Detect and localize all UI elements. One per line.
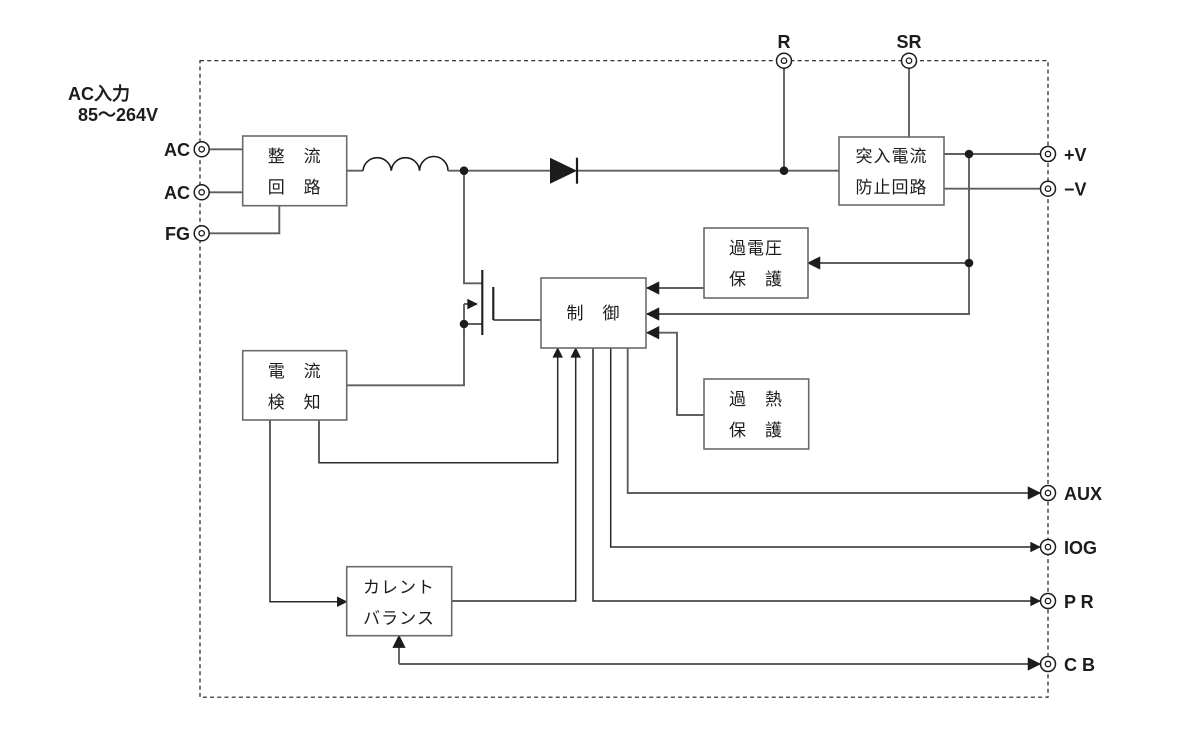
- input-caption: AC入力 85〜264V: [68, 84, 158, 125]
- block-current-detect-label-2: 検 知: [268, 393, 322, 412]
- wire-current-balance-to-control: [451, 347, 581, 602]
- terminal-pr: P R: [1039, 592, 1094, 612]
- terminal-minus-v: −V: [1039, 180, 1087, 200]
- block-rectifier: 整 流 回 路: [241, 135, 348, 207]
- block-inrush-label-2: 防止回路: [856, 178, 928, 197]
- block-inrush-label-1: 突入電流: [856, 147, 928, 166]
- diode-anode-triangle: [550, 157, 577, 184]
- block-overheat-protection: 過 熱 保 護: [703, 378, 810, 450]
- terminal-aux: AUX: [1039, 484, 1102, 504]
- ac-input-label: AC入力: [68, 84, 130, 104]
- block-otp-label-1: 過 熱: [729, 390, 783, 409]
- terminal-ac1-label: AC: [164, 140, 190, 160]
- enclosure-dashed-border: [199, 60, 1049, 698]
- wire-control-to-aux: [626, 348, 1042, 500]
- terminals: AC AC FG R SR +V −V AUX: [164, 32, 1102, 675]
- wire-control-to-pr: [592, 348, 1041, 607]
- block-current-detect-label-1: 電 流: [268, 362, 322, 381]
- inductor-symbol: [362, 155, 449, 171]
- wire-vsense-to-control: [645, 154, 970, 321]
- wire-current-detect-to-current-balance: [269, 420, 348, 607]
- terminal-cb: C B: [1039, 655, 1095, 675]
- terminal-plus-v: +V: [1039, 145, 1087, 165]
- terminal-ac2: AC: [164, 183, 210, 203]
- terminal-ac1: AC: [164, 140, 210, 160]
- mosfet-symbol: [481, 270, 495, 335]
- junction-dots: [459, 149, 974, 329]
- wire-otp-to-control: [645, 326, 704, 416]
- block-otp-label-2: 保 護: [729, 421, 783, 440]
- terminal-sr: SR: [896, 32, 922, 69]
- diode-symbol: [550, 157, 579, 184]
- terminal-aux-label: AUX: [1064, 484, 1102, 504]
- block-current-balance-label-1: カレント: [363, 578, 435, 597]
- terminal-iog: IOG: [1039, 538, 1097, 558]
- terminal-pr-label: P R: [1064, 592, 1094, 612]
- terminal-plus-v-label: +V: [1064, 145, 1087, 165]
- terminal-minus-v-label: −V: [1064, 180, 1087, 200]
- block-rectifier-label-2: 回 路: [268, 178, 322, 197]
- wires: [209, 68, 1042, 671]
- wire-mosfet-drain: [463, 170, 482, 285]
- block-control: 制 御: [540, 277, 647, 349]
- block-overvoltage-protection: 過電圧 保 護: [703, 227, 809, 299]
- terminal-iog-label: IOG: [1064, 538, 1097, 558]
- block-current-balance-label-2: バランス: [363, 609, 435, 628]
- block-current-balance: カレント バランス: [345, 565, 453, 637]
- wire-fg: [209, 205, 281, 235]
- block-ovp-label-2: 保 護: [729, 270, 783, 289]
- block-rectifier-label-1: 整 流: [268, 147, 322, 166]
- terminal-sr-label: SR: [896, 32, 921, 52]
- wire-mosfet-to-current-detect: [346, 304, 465, 387]
- block-ovp-label-1: 過電圧: [729, 239, 783, 258]
- block-control-label: 制 御: [567, 304, 621, 323]
- wire-current-detect-to-control: [318, 347, 563, 464]
- terminal-fg: FG: [165, 224, 210, 244]
- ac-input-range-label: 85〜264V: [78, 105, 158, 125]
- block-current-detection: 電 流 検 知: [241, 349, 348, 421]
- block-inrush-protection: 突入電流 防止回路: [838, 136, 945, 206]
- terminal-cb-label: C B: [1064, 655, 1095, 675]
- terminal-r-label: R: [778, 32, 791, 52]
- terminal-ac2-label: AC: [164, 183, 190, 203]
- terminal-fg-label: FG: [165, 224, 190, 244]
- terminal-r: R: [775, 32, 793, 69]
- wire-control-to-iog: [609, 348, 1041, 553]
